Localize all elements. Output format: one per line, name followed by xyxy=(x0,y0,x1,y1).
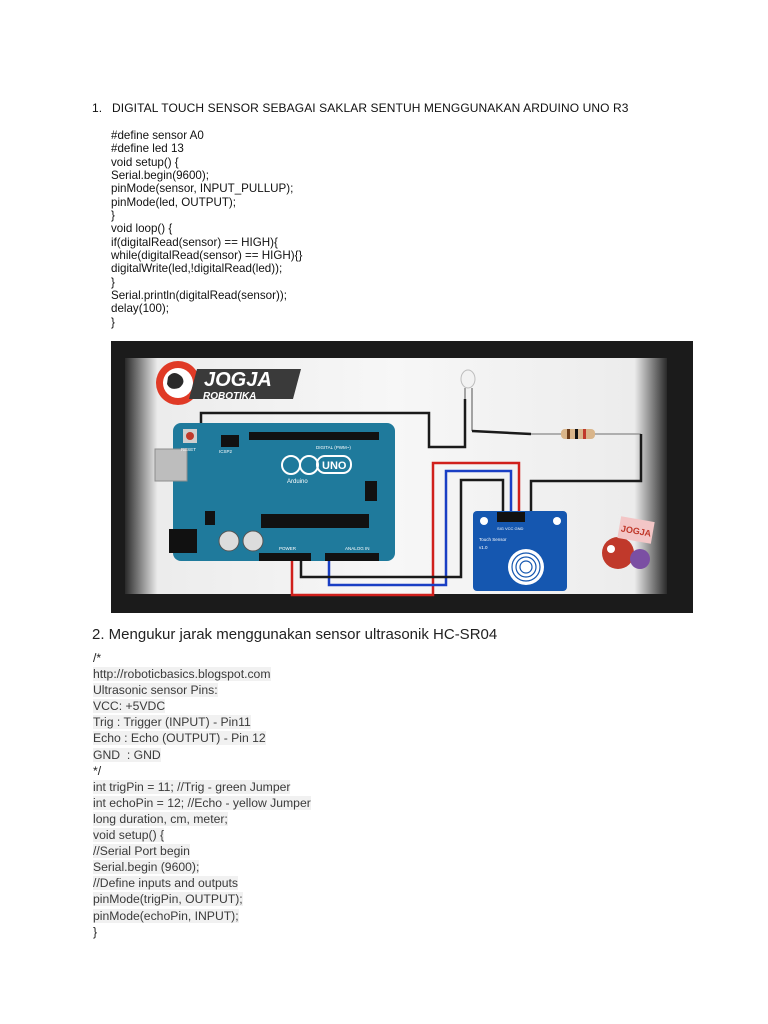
code-line: Serial.begin(9600); xyxy=(111,169,209,183)
code-line: while(digitalRead(sensor) == HIGH){} xyxy=(111,249,303,263)
code-line: pinMode(trigPin, OUTPUT); xyxy=(93,892,243,907)
board-icsp-label: ICSP2 xyxy=(219,449,233,454)
code-line: //Serial Port begin xyxy=(93,844,190,859)
code-line: void setup() { xyxy=(111,155,179,169)
code-line: digitalWrite(led,!digitalRead(led)); xyxy=(111,262,283,276)
code-line: long duration, cm, meter; xyxy=(93,811,228,826)
code-line: Trig : Trigger (INPUT) - Pin11 xyxy=(93,715,251,730)
resistor-component xyxy=(531,429,641,439)
code-line: } xyxy=(93,924,98,939)
code-line: int trigPin = 11; //Trig - green Jumper xyxy=(93,779,291,794)
code-line: #define led 13 xyxy=(111,142,184,156)
code-line: */ xyxy=(93,763,102,778)
jogja-robotika-logo: JOGJA ROBOTIKA xyxy=(156,361,301,405)
wiring-diagram-image: JOGJA ROBOTIKA xyxy=(111,341,693,613)
code-line: pinMode(echoPin, INPUT); xyxy=(93,908,239,923)
code-line: Echo : Echo (OUTPUT) - Pin 12 xyxy=(93,731,266,746)
section-1-heading: 1. DIGITAL TOUCH SENSOR SEBAGAI SAKLAR SE… xyxy=(92,101,629,115)
section-1-title: DIGITAL TOUCH SENSOR SEBAGAI SAKLAR SENT… xyxy=(112,101,629,115)
code-line: VCC: +5VDC xyxy=(93,699,166,714)
code-line: Serial.begin (9600); xyxy=(93,860,200,875)
code-line: } xyxy=(111,315,115,329)
touch-sensor-module: SIG VCC GND Touch Sensor v1.0 xyxy=(473,511,567,591)
sensor-name-label: Touch Sensor xyxy=(479,537,507,542)
led-component xyxy=(460,369,476,431)
code-line: #define sensor A0 xyxy=(111,129,204,142)
board-uno-label: UNO xyxy=(322,460,347,472)
board-analog-label: ANALOG IN xyxy=(345,546,370,551)
wires xyxy=(199,399,643,597)
code-line: } xyxy=(111,209,115,223)
logo-line-2: ROBOTIKA xyxy=(203,391,256,402)
code-line: Ultrasonic sensor Pins: xyxy=(93,683,218,698)
board-arduino-label: Arduino xyxy=(287,479,308,485)
code-line: /* xyxy=(93,651,102,665)
section-2-code-block: /* http://roboticbasics.blogspot.com Ult… xyxy=(93,650,311,940)
code-line: void loop() { xyxy=(111,222,173,236)
code-line: if(digitalRead(sensor) == HIGH){ xyxy=(111,235,278,249)
code-line: delay(100); xyxy=(111,302,170,316)
logo-line-1: JOGJA xyxy=(204,369,272,391)
arduino-uno-board: RESET ICSP2 DIGITAL (PWM~) UNO Arduino P… xyxy=(154,423,395,561)
section-1-number: 1. xyxy=(92,101,103,115)
board-power-label: POWER xyxy=(279,546,297,551)
code-line: pinMode(led, OUTPUT); xyxy=(111,195,236,209)
sensor-version-label: v1.0 xyxy=(479,545,488,550)
code-line: pinMode(sensor, INPUT_PULLUP); xyxy=(111,182,294,196)
code-line: } xyxy=(111,275,115,289)
mascot-logo: JOGJA xyxy=(602,516,655,569)
code-line: int echoPin = 12; //Echo - yellow Jumper xyxy=(93,795,311,810)
code-line: void setup() { xyxy=(93,828,165,843)
code-line: Serial.println(digitalRead(sensor)); xyxy=(111,289,287,303)
section-1-code-block: #define sensor A0 #define led 13 void se… xyxy=(111,129,302,329)
board-reset-label: RESET xyxy=(181,447,196,452)
code-line: //Define inputs and outputs xyxy=(93,876,238,891)
section-2-title: 2. Mengukur jarak menggunakan sensor ult… xyxy=(92,626,498,643)
sensor-pins-label: SIG VCC GND xyxy=(497,526,524,531)
board-digital-label: DIGITAL (PWM~) xyxy=(316,445,351,450)
code-line: GND : GND xyxy=(93,747,161,762)
code-line: http://roboticbasics.blogspot.com xyxy=(93,667,271,682)
